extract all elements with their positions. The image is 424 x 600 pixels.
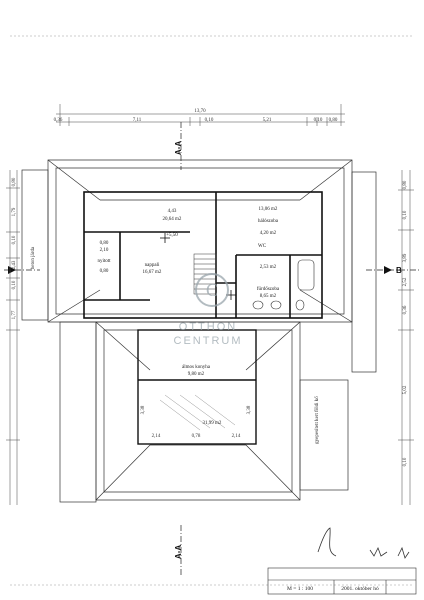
dimension-total: 13,70 [194,109,206,114]
dimension-lower-2: 0,78 [192,434,201,439]
room-area-living: 16,67 m2 [143,270,162,275]
room-name-living: nappali [145,263,160,268]
interior-walls [83,191,323,319]
dimension-top-5: 0,10 [314,118,323,123]
room-extra-bedroom: 4,20 m2 [260,231,277,236]
label-left-walkway: beton járda [31,246,36,269]
dimension-left-4: 2,43 [12,260,17,269]
title-block [267,567,417,595]
room-name-bath: fürdőszoba [257,287,280,292]
section-label-bottom: A-A [174,545,183,559]
right-dimension-chain [398,170,414,505]
cross-marker [160,233,236,300]
dimension-left-1: 0,80 [12,177,17,186]
signature-3 [397,546,410,559]
top-dimension-chain [56,104,345,126]
label-right-garden: gyepesített kert földi kő [315,396,320,444]
dimension-left-5: 0,10 [12,280,17,289]
watermark-line1: OTTHON [179,321,237,333]
dimension-room-1: 4,43 [168,209,177,214]
dimension-right-4: 2,52 [403,277,408,286]
dimension-left-2: 1,79 [12,207,17,216]
watermark-line2: CENTRUM [174,335,243,347]
left-dimension-chain [6,170,20,505]
dimension-top-1: 0,36 [54,118,63,123]
footer-date: 2001. október hó [341,586,379,592]
lower-room-walls [137,329,257,445]
dimension-left-6: 1,77 [12,310,17,319]
section-label-b: B [396,266,402,275]
room-area-kitchen: 9,80 m2 [188,372,205,377]
bathroom-fixtures [252,259,315,311]
dimension-right-2: 0,10 [403,210,408,219]
dimension-lower-1: 2,14 [152,434,161,439]
room-extra-bath: 2,53 m2 [260,265,277,270]
dimension-lower-3: 2,14 [232,434,241,439]
dimension-room-3: 2,10 [100,248,109,253]
room-extra-1: +5,50 [166,233,178,238]
dimension-top-2: 7,11 [133,118,142,123]
room-area-bath: 8,65 m2 [260,294,277,299]
dimension-right-6: 5,02 [403,385,408,394]
watermark-logo-letter: C [206,280,218,300]
room-area-1: 20,64 m2 [163,217,182,222]
hatched-area [159,394,236,431]
room-name-open: nyitott [97,259,111,264]
footer-scale: M = 1 : 100 [287,586,313,592]
room-area-lower: 31,99 m2 [203,421,222,426]
dimension-room-2: 0,80 [100,241,109,246]
room-name-kitchen: álmos konyha [182,365,211,370]
dimension-left-3: 0,10 [12,235,17,244]
dimension-top-6: 0,80 [329,118,338,123]
room-name-bedroom: hálószoba [258,219,279,224]
watermark: C OTTHON CENTRUM [174,273,243,347]
section-marker-right: B [366,266,420,275]
dimension-right-5: 0,36 [403,305,408,314]
dimension-right-3: 3,89 [403,253,408,262]
section-label-top: A-A [174,141,183,155]
signature [317,527,337,557]
signature-2 [369,547,388,557]
room-area-bedroom: 13,06 m2 [259,207,278,212]
dimension-right-1: 0,80 [403,180,408,189]
dimension-right-7: 0,10 [403,457,408,466]
dimension-room-4: 0,80 [100,269,109,274]
dimension-top-3: 0,10 [205,118,214,123]
dimension-lower-5: 3,38 [247,405,252,414]
dimension-top-4: 5,21 [263,118,272,123]
label-wc: WC [258,244,267,249]
dimension-lower-4: 3,38 [141,405,146,414]
roof-outline [21,159,377,503]
